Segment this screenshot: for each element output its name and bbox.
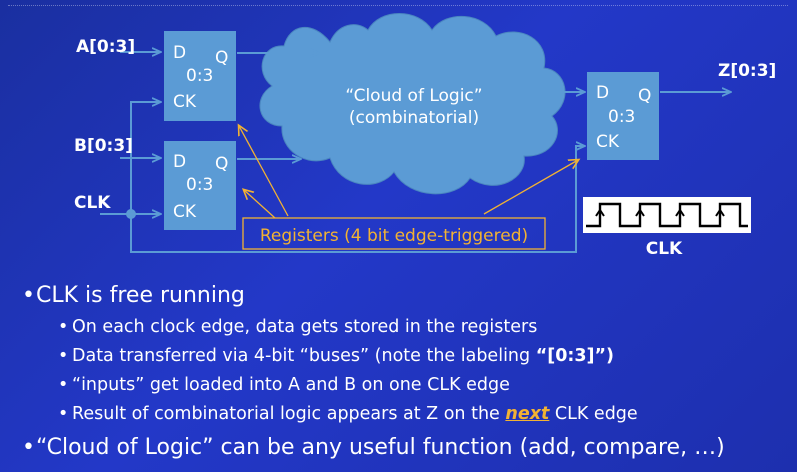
cloud-label-2: (combinatorial) — [349, 108, 479, 128]
bullet-bold-text: “[0:3]”) — [535, 346, 615, 366]
register-a-d: D — [173, 43, 186, 63]
bullet-dot: • — [58, 346, 69, 366]
bullet-dot: • — [22, 435, 35, 460]
register-b-width: 0:3 — [186, 175, 213, 195]
register-b-q: Q — [215, 154, 228, 174]
bullet-buses: •Data transferred via 4-bit “buses” (not… — [58, 345, 614, 367]
register-b-ck: CK — [173, 202, 197, 222]
input-a-label: A[0:3] — [76, 37, 135, 57]
register-a-ck: CK — [173, 92, 197, 112]
register-z-ck: CK — [596, 132, 620, 152]
registers-callout-text: Registers (4 bit edge-triggered) — [260, 226, 528, 246]
bullet-text: Result of combinatorial logic appears at… — [72, 404, 506, 424]
bullet-clk-free-running: •CLK is free running — [22, 283, 245, 309]
bullet-text: “Cloud of Logic” can be any useful funct… — [36, 435, 725, 460]
callout-arrow-b — [244, 190, 276, 219]
bullet-text: “inputs” get loaded into A and B on one … — [72, 375, 510, 395]
clock-waveform: CLK — [583, 197, 751, 259]
callout-arrow-a — [239, 126, 289, 217]
bullet-text: Data transferred via 4-bit “buses” (note… — [72, 346, 536, 366]
registers-callout: Registers (4 bit edge-triggered) — [239, 126, 578, 250]
logic-diagram: “Cloud of Logic” (combinatorial) D Q 0:3… — [74, 13, 776, 259]
register-z-width: 0:3 — [608, 107, 635, 127]
bullet-dot: • — [58, 404, 69, 424]
wires — [100, 52, 730, 253]
bullet-dot: • — [58, 375, 69, 395]
register-a-q: Q — [215, 48, 228, 68]
bullet-cloud-function: •“Cloud of Logic” can be any useful func… — [22, 435, 725, 461]
input-b-label: B[0:3] — [74, 136, 133, 156]
register-a: D Q 0:3 CK — [164, 31, 236, 121]
bullet-text: CLK is free running — [36, 283, 245, 308]
clock-caption: CLK — [646, 239, 683, 259]
bullet-clock-edge: •On each clock edge, data gets stored in… — [58, 316, 537, 338]
wire-clk-z — [130, 146, 584, 253]
wire-clk-a — [130, 102, 160, 214]
register-b: D Q 0:3 CK — [164, 141, 236, 230]
input-clk-label: CLK — [74, 193, 111, 213]
bullet-result: •Result of combinatorial logic appears a… — [58, 403, 638, 425]
register-b-d: D — [173, 152, 186, 172]
callout-arrow-z — [483, 160, 578, 215]
clk-junction — [126, 209, 136, 219]
register-z: D Q 0:3 CK — [587, 72, 659, 160]
register-z-d: D — [596, 83, 609, 103]
register-a-width: 0:3 — [186, 66, 213, 86]
register-z-q: Q — [638, 86, 651, 106]
bullet-text-end: CLK edge — [549, 404, 638, 424]
bullet-text: On each clock edge, data gets stored in … — [72, 317, 538, 337]
cloud-label-1: “Cloud of Logic” — [345, 86, 482, 106]
top-border — [8, 0, 788, 6]
cloud-of-logic: “Cloud of Logic” (combinatorial) — [259, 13, 566, 195]
output-z-label: Z[0:3] — [718, 61, 776, 81]
bullet-dot: • — [58, 317, 69, 337]
bullet-emphasis: next — [505, 404, 550, 424]
bullet-dot: • — [22, 283, 35, 308]
bullet-inputs: •“inputs” get loaded into A and B on one… — [58, 374, 510, 396]
